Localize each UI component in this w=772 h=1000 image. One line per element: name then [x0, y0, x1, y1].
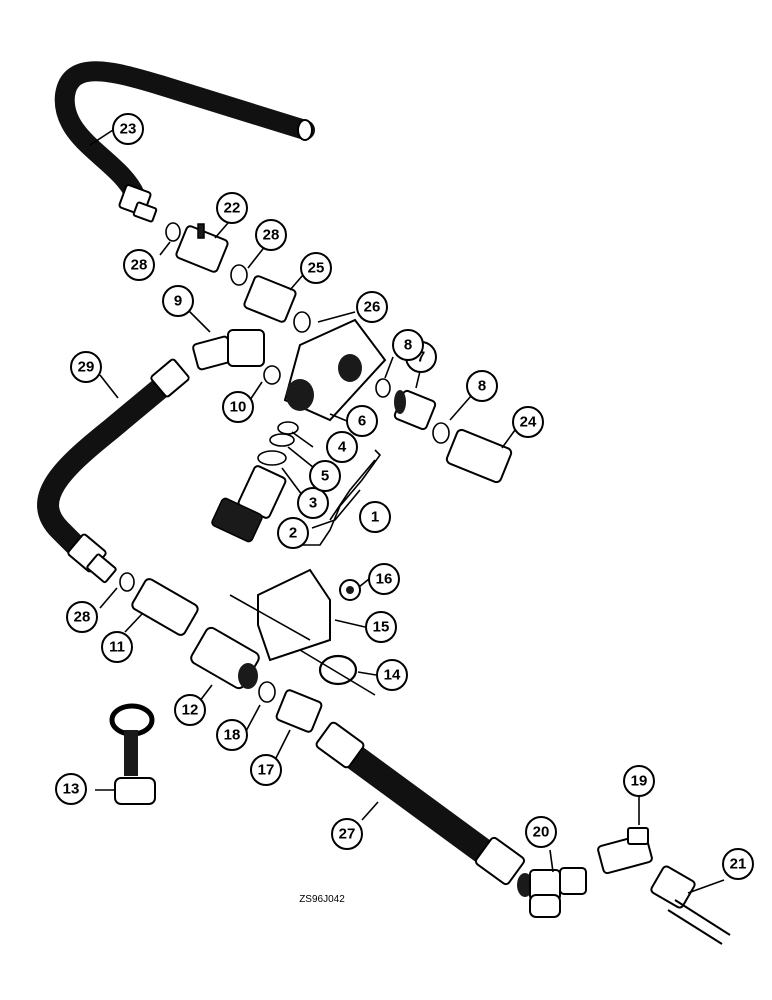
- svg-text:29: 29: [78, 359, 95, 376]
- svg-text:7: 7: [417, 349, 425, 366]
- callout-5: 5: [309, 460, 341, 492]
- o-ring-10: [263, 365, 281, 385]
- callout-14: 14: [376, 659, 408, 691]
- svg-text:25: 25: [308, 260, 325, 277]
- adapter-25: [243, 275, 297, 323]
- o-ring-28-top: [165, 222, 181, 242]
- callout-6: 6: [346, 405, 378, 437]
- tube-21: [650, 865, 731, 945]
- svg-text:27: 27: [339, 826, 356, 843]
- svg-text:28: 28: [263, 227, 280, 244]
- o-ring-18: [258, 681, 276, 703]
- callout-19: 19: [623, 765, 655, 797]
- tee-19: [597, 827, 653, 875]
- callout-20: 20: [525, 816, 557, 848]
- callout-17: 17: [250, 754, 282, 786]
- o-ring-8-left: [375, 378, 391, 398]
- callout-21: 21: [722, 848, 754, 880]
- svg-text:12: 12: [182, 702, 199, 719]
- callout-2: 2: [277, 517, 309, 549]
- coupler-24: [445, 428, 513, 484]
- drawing-code: ZS96J042: [299, 894, 345, 905]
- callout-25: 25: [300, 252, 332, 284]
- hose-29: [37, 358, 190, 584]
- o-ring-28-low: [119, 572, 135, 592]
- callout-24: 24: [512, 406, 544, 438]
- svg-text:4: 4: [338, 439, 347, 456]
- svg-text:2: 2: [289, 525, 297, 542]
- svg-text:8: 8: [478, 378, 486, 395]
- elbow-20: [517, 867, 587, 918]
- callout-27: 27: [331, 818, 363, 850]
- callout-4: 4: [326, 431, 358, 463]
- svg-text:22: 22: [224, 200, 241, 217]
- relief-cartridge: [211, 421, 299, 543]
- svg-text:24: 24: [520, 414, 537, 431]
- o-ring-8-right: [432, 422, 450, 444]
- hose-27: [315, 721, 525, 886]
- callout-18: 18: [216, 719, 248, 751]
- callout-15: 15: [365, 611, 397, 643]
- callout-1: 1: [359, 501, 391, 533]
- valve-body-6: [283, 318, 387, 422]
- bracket-15: [229, 568, 331, 662]
- svg-text:28: 28: [74, 609, 91, 626]
- coupler-12: [190, 626, 260, 690]
- callout-11: 11: [101, 631, 133, 663]
- coupler-11: [131, 578, 199, 636]
- svg-text:8: 8: [404, 337, 412, 354]
- callout-23: 23: [112, 113, 144, 145]
- svg-text:10: 10: [230, 399, 247, 416]
- svg-text:6: 6: [358, 413, 366, 430]
- fitting-7: [393, 389, 437, 431]
- callout-16: 16: [368, 563, 400, 595]
- leader-lines: [89, 129, 725, 894]
- svg-text:15: 15: [373, 619, 390, 636]
- callouts: 1 2 3 4 5 6 7 8 8 9 10 11 12 13 14 15 16…: [55, 113, 754, 880]
- callout-22: 22: [216, 192, 248, 224]
- o-ring-28-mid: [230, 264, 248, 286]
- callout-9: 9: [162, 285, 194, 317]
- svg-text:1: 1: [371, 509, 379, 526]
- svg-text:16: 16: [376, 571, 393, 588]
- svg-text:21: 21: [730, 856, 747, 873]
- adapter-17: [275, 689, 323, 733]
- svg-text:23: 23: [120, 121, 137, 138]
- svg-text:20: 20: [533, 824, 550, 841]
- callout-28-mid: 28: [255, 219, 287, 251]
- svg-text:28: 28: [131, 257, 148, 274]
- callout-28-low: 28: [66, 601, 98, 633]
- clamp-14: [299, 649, 376, 696]
- callout-8-right: 8: [466, 370, 498, 402]
- svg-text:9: 9: [174, 293, 182, 310]
- callout-26: 26: [356, 291, 388, 323]
- callout-8-left: 8: [392, 329, 424, 361]
- svg-text:11: 11: [109, 639, 125, 656]
- callout-3: 3: [297, 487, 329, 519]
- callout-13: 13: [55, 773, 87, 805]
- o-ring-26: [293, 311, 311, 333]
- svg-text:26: 26: [364, 299, 381, 316]
- callout-12: 12: [174, 694, 206, 726]
- svg-text:13: 13: [63, 781, 80, 798]
- svg-text:5: 5: [321, 468, 329, 485]
- hose-23: [54, 61, 315, 223]
- svg-text:18: 18: [224, 727, 241, 744]
- elbow-9: [192, 329, 265, 371]
- callout-28-top: 28: [123, 249, 155, 281]
- svg-text:19: 19: [631, 773, 648, 790]
- svg-text:3: 3: [309, 495, 317, 512]
- dust-cap-13: [109, 703, 156, 805]
- nut-16: [339, 579, 361, 601]
- svg-text:17: 17: [258, 762, 275, 779]
- svg-text:14: 14: [384, 667, 401, 684]
- callout-10: 10: [222, 391, 254, 423]
- callout-29: 29: [70, 351, 102, 383]
